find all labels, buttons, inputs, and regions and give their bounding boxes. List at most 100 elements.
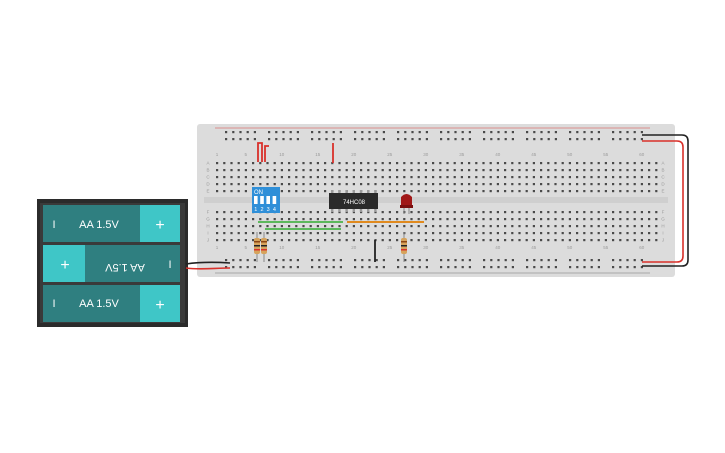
breadboard-hole[interactable] bbox=[354, 131, 357, 134]
breadboard-hole[interactable] bbox=[648, 218, 651, 221]
breadboard-hole[interactable] bbox=[468, 169, 471, 172]
breadboard-hole[interactable] bbox=[496, 169, 499, 172]
breadboard-hole[interactable] bbox=[590, 211, 593, 214]
breadboard-hole[interactable] bbox=[460, 169, 463, 172]
breadboard-hole[interactable] bbox=[511, 176, 514, 179]
breadboard-hole[interactable] bbox=[633, 162, 636, 165]
breadboard-hole[interactable] bbox=[626, 162, 629, 165]
breadboard-hole[interactable] bbox=[302, 162, 305, 165]
breadboard-hole[interactable] bbox=[324, 162, 327, 165]
breadboard-hole[interactable] bbox=[518, 232, 521, 235]
breadboard-hole[interactable] bbox=[597, 131, 600, 134]
breadboard-hole[interactable] bbox=[280, 211, 283, 214]
breadboard-hole[interactable] bbox=[626, 176, 629, 179]
breadboard-hole[interactable] bbox=[345, 239, 348, 242]
breadboard-hole[interactable] bbox=[626, 225, 629, 228]
breadboard-hole[interactable] bbox=[282, 266, 285, 269]
breadboard-hole[interactable] bbox=[590, 218, 593, 221]
breadboard-hole[interactable] bbox=[532, 211, 535, 214]
breadboard-hole[interactable] bbox=[288, 176, 291, 179]
breadboard-hole[interactable] bbox=[504, 259, 507, 262]
breadboard-hole[interactable] bbox=[396, 218, 399, 221]
breadboard-hole[interactable] bbox=[338, 225, 341, 228]
breadboard-hole[interactable] bbox=[526, 266, 529, 269]
breadboard-hole[interactable] bbox=[253, 266, 256, 269]
breadboard-hole[interactable] bbox=[368, 266, 371, 269]
breadboard-hole[interactable] bbox=[489, 225, 492, 228]
breadboard-hole[interactable] bbox=[338, 176, 341, 179]
battery-black-lead[interactable] bbox=[185, 261, 231, 265]
breadboard-hole[interactable] bbox=[216, 176, 219, 179]
breadboard-hole[interactable] bbox=[367, 169, 370, 172]
breadboard-hole[interactable] bbox=[288, 169, 291, 172]
breadboard-hole[interactable] bbox=[280, 225, 283, 228]
breadboard-hole[interactable] bbox=[619, 239, 622, 242]
breadboard-hole[interactable] bbox=[525, 176, 528, 179]
breadboard-hole[interactable] bbox=[403, 176, 406, 179]
breadboard-hole[interactable] bbox=[417, 232, 420, 235]
breadboard-hole[interactable] bbox=[375, 138, 378, 141]
breadboard-hole[interactable] bbox=[396, 176, 399, 179]
breadboard-hole[interactable] bbox=[439, 239, 442, 242]
breadboard-hole[interactable] bbox=[540, 266, 543, 269]
breadboard-hole[interactable] bbox=[410, 176, 413, 179]
breadboard-hole[interactable] bbox=[324, 232, 327, 235]
breadboard-hole[interactable] bbox=[583, 218, 586, 221]
breadboard-hole[interactable] bbox=[640, 239, 643, 242]
breadboard-hole[interactable] bbox=[547, 232, 550, 235]
breadboard-hole[interactable] bbox=[295, 183, 298, 186]
breadboard-hole[interactable] bbox=[223, 232, 226, 235]
breadboard-hole[interactable] bbox=[619, 131, 622, 134]
breadboard-hole[interactable] bbox=[576, 225, 579, 228]
breadboard-hole[interactable] bbox=[482, 176, 485, 179]
breadboard-hole[interactable] bbox=[590, 266, 593, 269]
breadboard-hole[interactable] bbox=[640, 131, 643, 134]
breadboard-hole[interactable] bbox=[590, 131, 593, 134]
breadboard-hole[interactable] bbox=[532, 183, 535, 186]
breadboard-hole[interactable] bbox=[461, 266, 464, 269]
breadboard-hole[interactable] bbox=[280, 176, 283, 179]
breadboard-hole[interactable] bbox=[612, 211, 615, 214]
breadboard-hole[interactable] bbox=[633, 138, 636, 141]
breadboard-hole[interactable] bbox=[518, 239, 521, 242]
breadboard-hole[interactable] bbox=[540, 131, 543, 134]
dip-switch-toggle[interactable] bbox=[260, 196, 264, 204]
breadboard-hole[interactable] bbox=[311, 266, 314, 269]
breadboard-hole[interactable] bbox=[460, 190, 463, 193]
breadboard-hole[interactable] bbox=[410, 162, 413, 165]
breadboard-hole[interactable] bbox=[397, 266, 400, 269]
breadboard-hole[interactable] bbox=[490, 131, 493, 134]
breadboard-hole[interactable] bbox=[295, 239, 298, 242]
breadboard-hole[interactable] bbox=[496, 211, 499, 214]
breadboard-hole[interactable] bbox=[626, 138, 629, 141]
breadboard-hole[interactable] bbox=[640, 162, 643, 165]
breadboard-hole[interactable] bbox=[590, 232, 593, 235]
breadboard-hole[interactable] bbox=[282, 259, 285, 262]
breadboard-hole[interactable] bbox=[302, 239, 305, 242]
breadboard-hole[interactable] bbox=[403, 190, 406, 193]
breadboard-hole[interactable] bbox=[425, 259, 428, 262]
breadboard-hole[interactable] bbox=[354, 266, 357, 269]
breadboard-hole[interactable] bbox=[583, 138, 586, 141]
breadboard-hole[interactable] bbox=[216, 225, 219, 228]
breadboard-hole[interactable] bbox=[597, 176, 600, 179]
breadboard-hole[interactable] bbox=[252, 162, 255, 165]
breadboard-hole[interactable] bbox=[266, 183, 269, 186]
breadboard-hole[interactable] bbox=[273, 225, 276, 228]
resistor-2[interactable] bbox=[261, 232, 267, 262]
breadboard-hole[interactable] bbox=[597, 190, 600, 193]
breadboard-hole[interactable] bbox=[526, 259, 529, 262]
breadboard-hole[interactable] bbox=[230, 239, 233, 242]
breadboard-hole[interactable] bbox=[424, 211, 427, 214]
breadboard-hole[interactable] bbox=[597, 138, 600, 141]
battery-cell-2[interactable]: AA 1.5V + I bbox=[43, 245, 180, 282]
breadboard-hole[interactable] bbox=[655, 183, 658, 186]
dip-switch-toggle[interactable] bbox=[266, 196, 270, 204]
breadboard-hole[interactable] bbox=[453, 183, 456, 186]
breadboard-hole[interactable] bbox=[253, 131, 256, 134]
breadboard-hole[interactable] bbox=[497, 259, 500, 262]
breadboard-hole[interactable] bbox=[302, 169, 305, 172]
battery-cell-3[interactable]: AA 1.5V + I bbox=[43, 285, 180, 322]
breadboard-hole[interactable] bbox=[273, 232, 276, 235]
breadboard-hole[interactable] bbox=[338, 239, 341, 242]
